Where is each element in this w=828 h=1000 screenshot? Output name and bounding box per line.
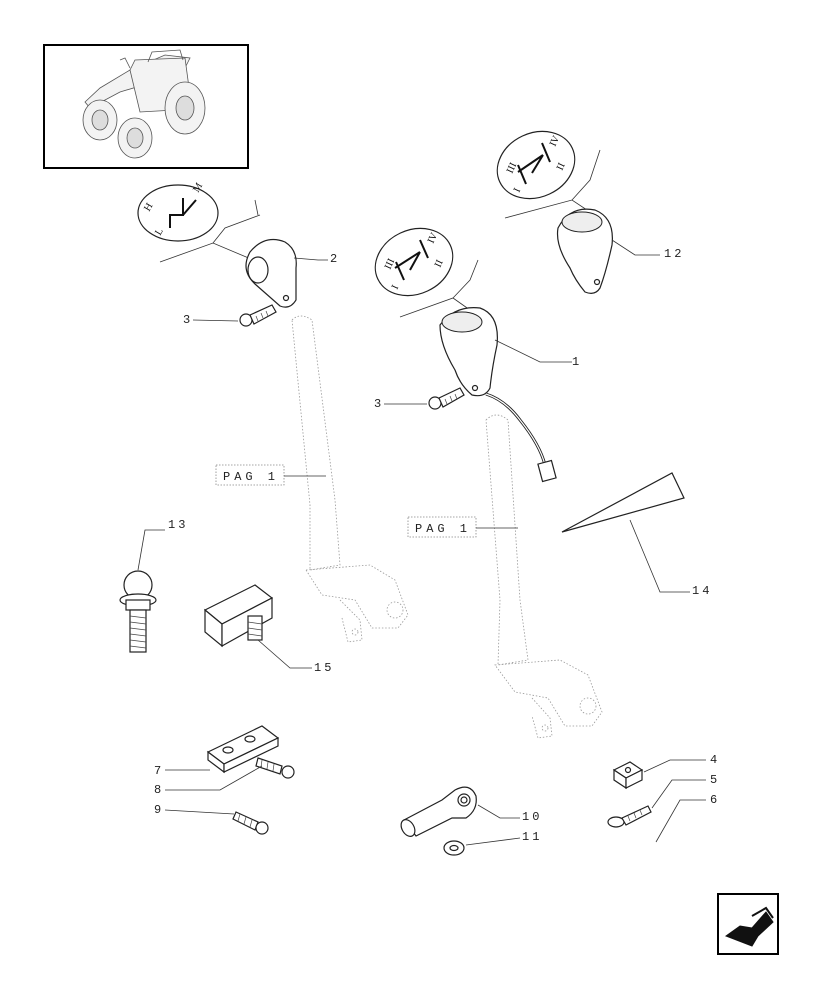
callout-10: 10 — [522, 810, 542, 824]
ball-stud-part-13 — [119, 570, 157, 653]
arrow-back-icon[interactable] — [717, 893, 779, 955]
callout-7: 7 — [154, 764, 164, 778]
shift-label-l: L — [154, 227, 166, 237]
lever-ghost-left — [291, 315, 409, 643]
shift-label-ii-r: II — [556, 161, 568, 172]
lever-ghost-right — [485, 414, 603, 739]
callout-9: 9 — [154, 803, 164, 817]
callout-1: 1 — [572, 355, 582, 369]
screw-part-5 — [607, 805, 652, 828]
washer-part-11 — [443, 840, 465, 856]
callout-3-middle: 3 — [374, 397, 384, 411]
shift-pattern-right: I II III IV — [496, 130, 576, 200]
screw-part-8 — [255, 757, 295, 779]
callout-14: 14 — [692, 584, 712, 598]
shift-pattern-middle: I II III IV — [374, 227, 454, 297]
shift-label-iv-r: IV — [549, 134, 563, 148]
callout-8: 8 — [154, 783, 164, 797]
callout-4: 4 — [710, 753, 720, 767]
callout-12: 12 — [664, 247, 684, 261]
callout-6: 6 — [710, 793, 720, 807]
callout-5: 5 — [710, 773, 720, 787]
knob-part-2 — [245, 239, 297, 308]
callout-2: 2 — [330, 252, 340, 266]
shift-label-ii: II — [434, 258, 446, 269]
callout-13: 13 — [168, 518, 188, 532]
callout-15: 15 — [314, 661, 334, 675]
callout-11: 11 — [522, 830, 542, 844]
callout-3-left: 3 — [183, 313, 193, 327]
shift-label-h: H — [143, 202, 156, 214]
shift-label-iii-r: III — [506, 161, 520, 175]
shift-label-iii: III — [384, 257, 398, 271]
shift-label-i-r: I — [513, 186, 524, 194]
shift-label-i: I — [391, 283, 402, 291]
knob-part-1 — [439, 307, 557, 483]
screw-part-9 — [232, 811, 269, 835]
wedge-part-14 — [561, 472, 685, 533]
tractor-thumbnail — [43, 44, 249, 169]
shift-label-iv: IV — [427, 231, 441, 245]
page-ref-left: PAG 1 — [215, 464, 285, 486]
screw-part-3-left — [239, 304, 277, 327]
screw-part-3-middle — [428, 387, 465, 410]
shift-label-m: M — [192, 182, 205, 195]
svg-text:PAG 1: PAG 1 — [415, 522, 471, 536]
page-ref-right: PAG 1 — [407, 516, 477, 538]
svg-text:PAG 1: PAG 1 — [223, 470, 279, 484]
block-part-4 — [612, 761, 644, 790]
rod-end-part-10 — [400, 786, 477, 837]
knob-part-12 — [556, 208, 613, 294]
switch-part-15 — [203, 584, 274, 648]
clamp-part-7 — [206, 725, 280, 774]
shift-pattern-left: H L M — [137, 182, 219, 242]
